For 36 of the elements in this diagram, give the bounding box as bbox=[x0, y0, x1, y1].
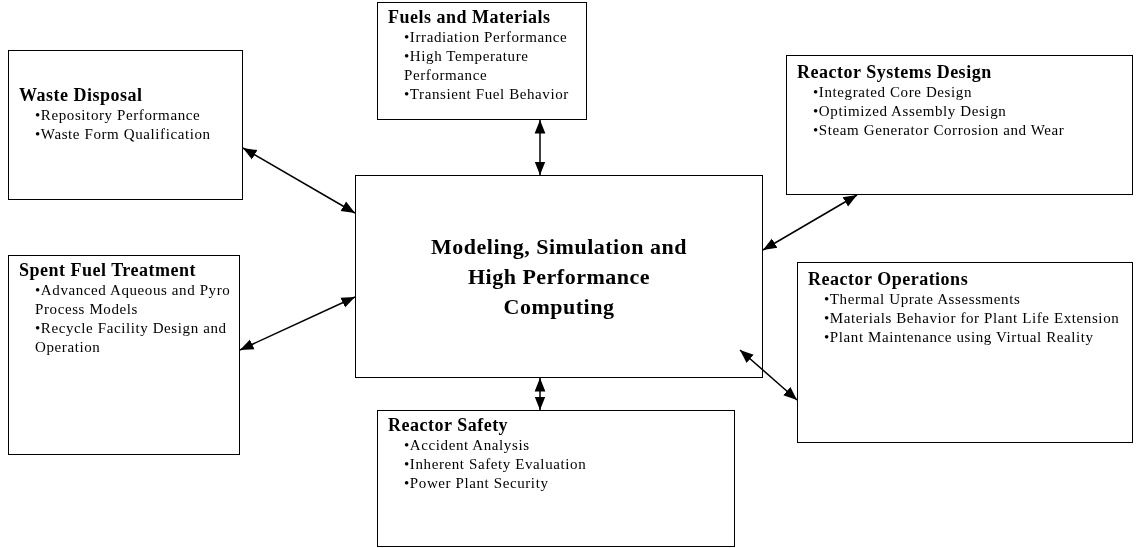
box-heading: Fuels and Materials bbox=[388, 7, 552, 28]
topic-box bbox=[8, 50, 243, 200]
double-arrow bbox=[739, 349, 798, 401]
topic-box bbox=[377, 410, 735, 547]
double-arrow bbox=[534, 119, 546, 176]
bullet-item: •Power Plant Security bbox=[404, 474, 550, 493]
bullet-item: •Plant Maintenance using Virtual Reality bbox=[824, 328, 1095, 347]
central-box bbox=[355, 175, 763, 378]
bullet-item: •Optimized Assembly Design bbox=[813, 102, 1008, 121]
double-arrow bbox=[534, 377, 546, 411]
bullet-item: •Waste Form Qualification bbox=[35, 125, 212, 144]
bullet-item: •Thermal Uprate Assessments bbox=[824, 290, 1022, 309]
double-arrow bbox=[239, 296, 356, 351]
bullet-item: •Recycle Facility Design and Operation bbox=[35, 319, 228, 357]
bullet-item: •High Temperature Performance bbox=[404, 47, 530, 85]
topic-box bbox=[786, 55, 1133, 195]
double-arrow bbox=[762, 194, 858, 251]
box-heading: Reactor Systems Design bbox=[797, 62, 993, 83]
box-heading: Spent Fuel Treatment bbox=[19, 260, 197, 281]
topic-box bbox=[377, 2, 587, 120]
bullet-item: •Advanced Aqueous and Pyro Process Models bbox=[35, 281, 232, 319]
bullet-item: •Irradiation Performance bbox=[404, 28, 569, 47]
bullet-item: •Integrated Core Design bbox=[813, 83, 973, 102]
bullet-item: •Transient Fuel Behavior bbox=[404, 85, 570, 104]
central-title: Modeling, Simulation and High Performance Computing bbox=[430, 232, 688, 321]
bullet-item: •Repository Performance bbox=[35, 106, 202, 125]
box-heading: Reactor Operations bbox=[808, 269, 970, 290]
box-heading: Waste Disposal bbox=[19, 85, 144, 106]
topic-box bbox=[8, 255, 240, 455]
bullet-item: •Inherent Safety Evaluation bbox=[404, 455, 588, 474]
bullet-item: •Accident Analysis bbox=[404, 436, 531, 455]
bullet-item: •Steam Generator Corrosion and Wear bbox=[813, 121, 1066, 140]
topic-box bbox=[797, 262, 1133, 443]
double-arrow bbox=[242, 147, 356, 214]
bullet-item: •Materials Behavior for Plant Life Extension bbox=[824, 309, 1121, 328]
box-heading: Reactor Safety bbox=[388, 415, 510, 436]
